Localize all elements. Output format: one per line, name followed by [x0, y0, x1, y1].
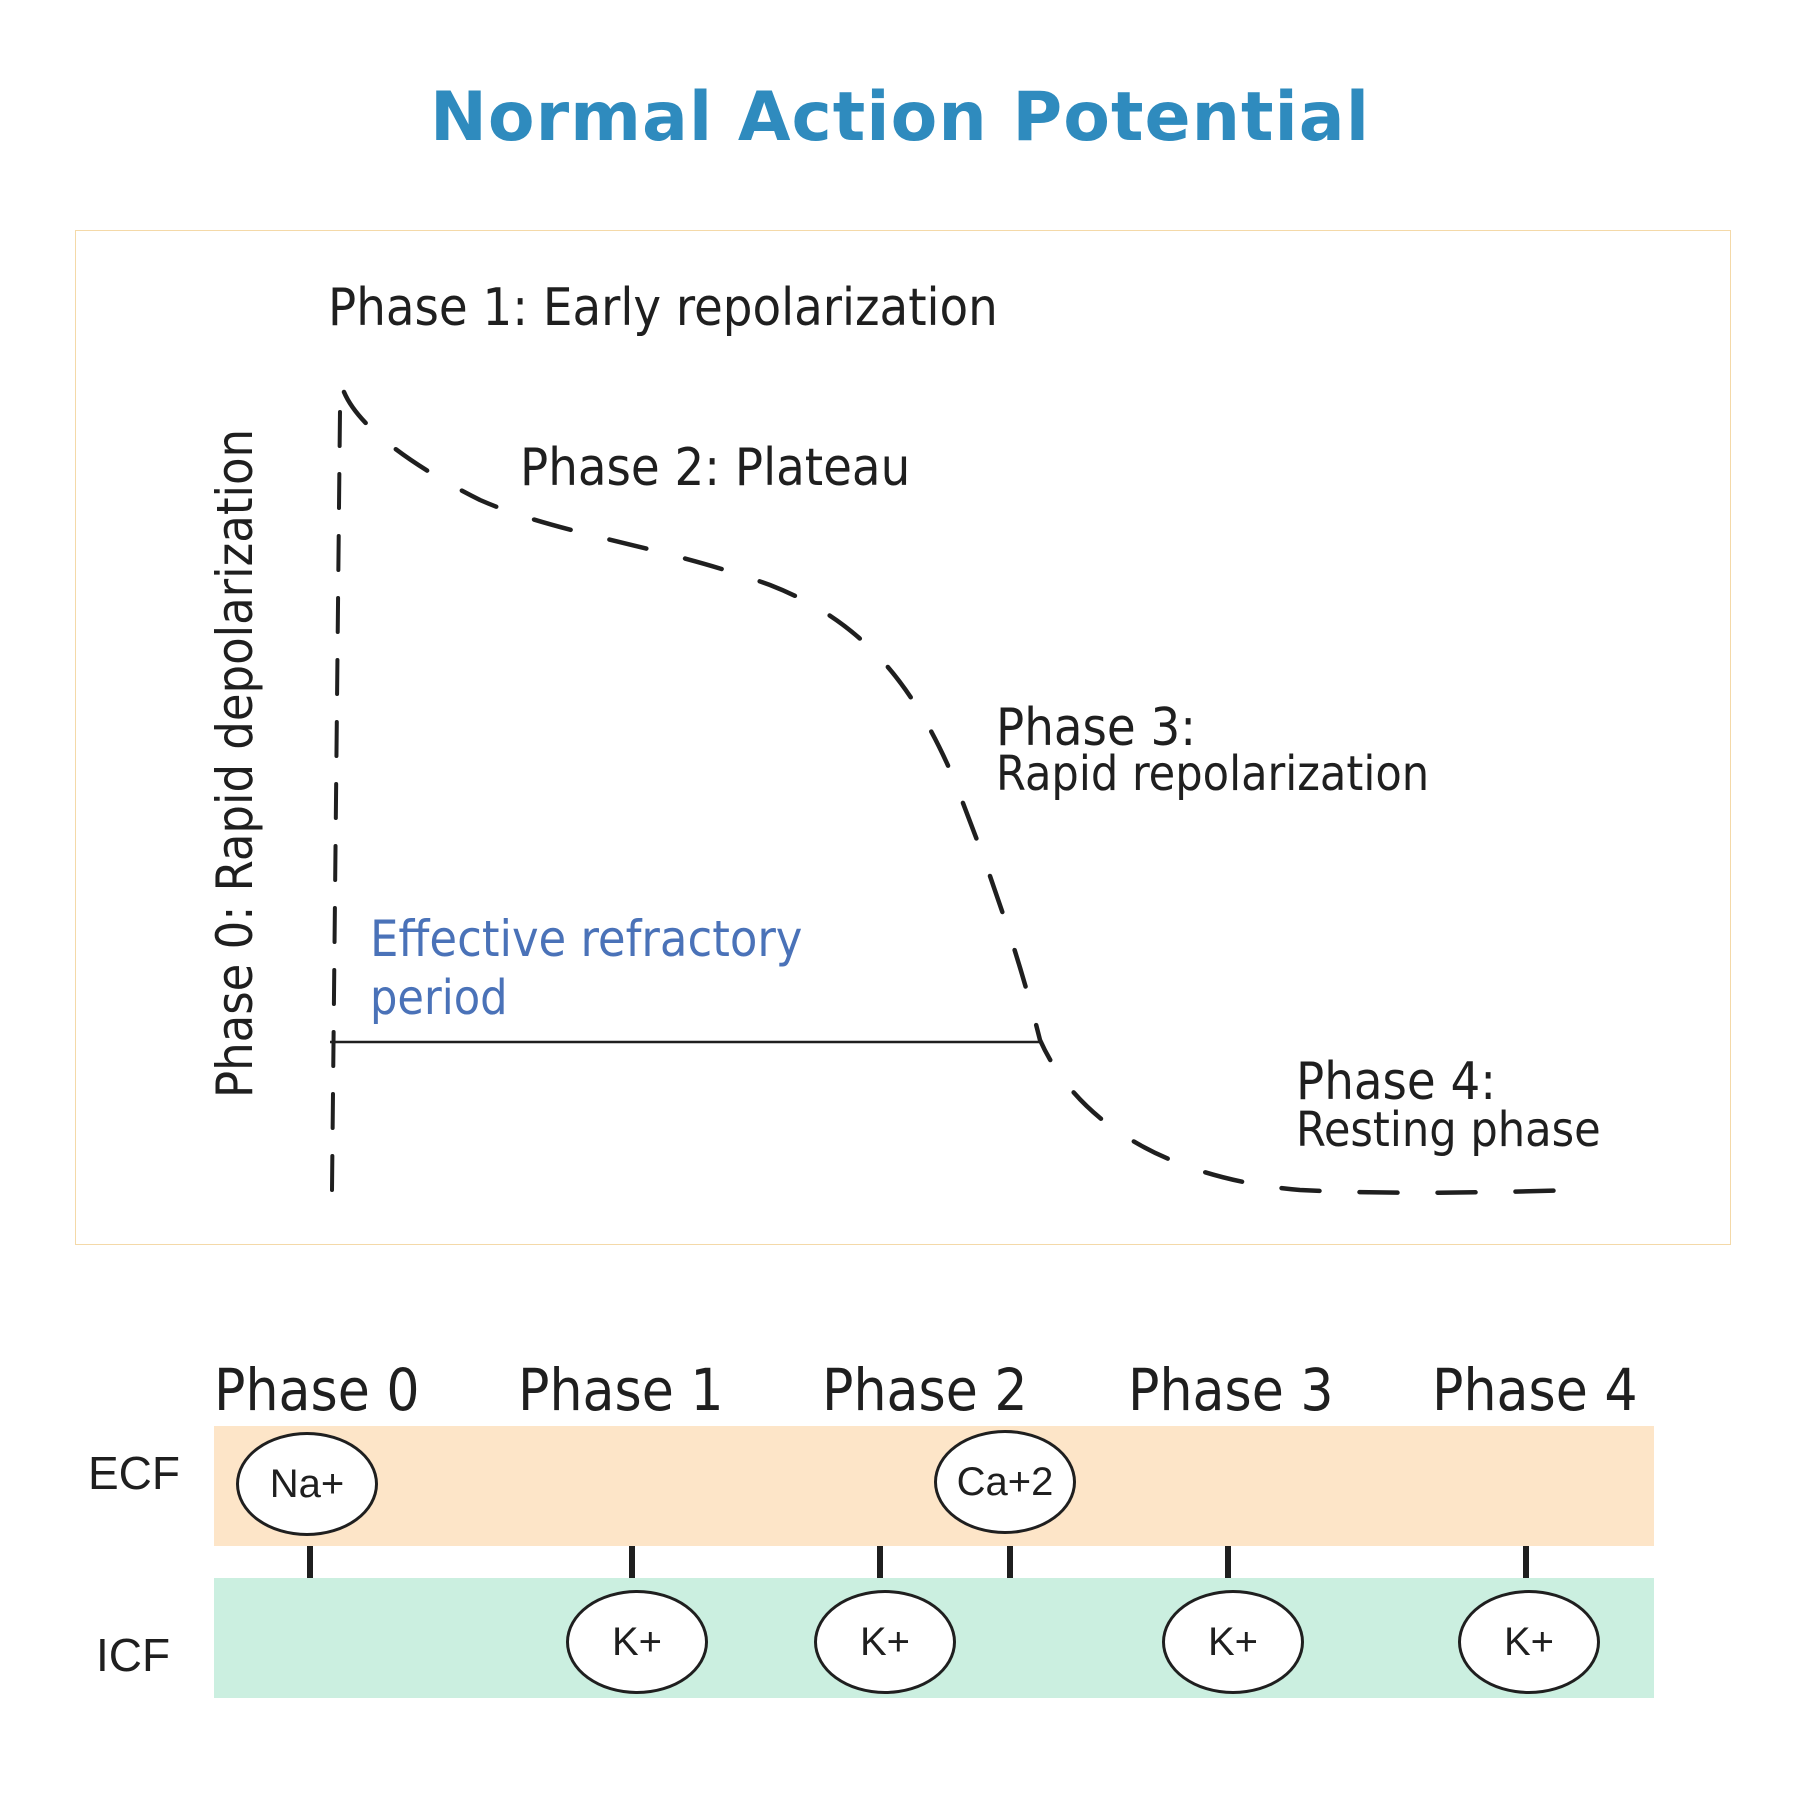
icf-label: ICF — [96, 1629, 171, 1681]
phase2-label: Phase 2: Plateau — [520, 438, 911, 498]
phase-header-1: Phase 1 — [518, 1356, 724, 1424]
erp-label-line2: period — [370, 970, 508, 1026]
action-potential-curve — [341, 389, 1583, 1195]
na-ion: Na+ — [236, 1432, 378, 1536]
phase4-label-line2: Resting phase — [1296, 1102, 1601, 1158]
phase-header-4: Phase 4 — [1432, 1356, 1638, 1424]
phase0-upstroke — [330, 408, 342, 1192]
k-ion-phase2: K+ — [814, 1590, 956, 1694]
ca-ion: Ca+2 — [934, 1430, 1076, 1534]
page-title: Normal Action Potential — [429, 78, 1371, 157]
phase3-label-line1: Phase 3: — [996, 698, 1197, 758]
ecf-label: ECF — [88, 1447, 180, 1499]
phase4-label-line1: Phase 4: — [1296, 1052, 1497, 1112]
phase0-label: Phase 0: Rapid depolarization — [206, 429, 264, 1098]
phase-header-0: Phase 0 — [214, 1356, 420, 1424]
erp-label-line1: Effective refractory — [370, 910, 803, 968]
k-ion-phase4: K+ — [1458, 1590, 1600, 1694]
phase-header-3: Phase 3 — [1128, 1356, 1334, 1424]
k-ion-phase1: K+ — [566, 1590, 708, 1694]
phase1-label: Phase 1: Early repolarization — [328, 278, 998, 338]
phase3-label-line2: Rapid repolarization — [996, 746, 1430, 802]
action-potential-panel — [75, 230, 1731, 1245]
k-ion-phase3: K+ — [1162, 1590, 1304, 1694]
phase-header-2: Phase 2 — [822, 1356, 1028, 1424]
